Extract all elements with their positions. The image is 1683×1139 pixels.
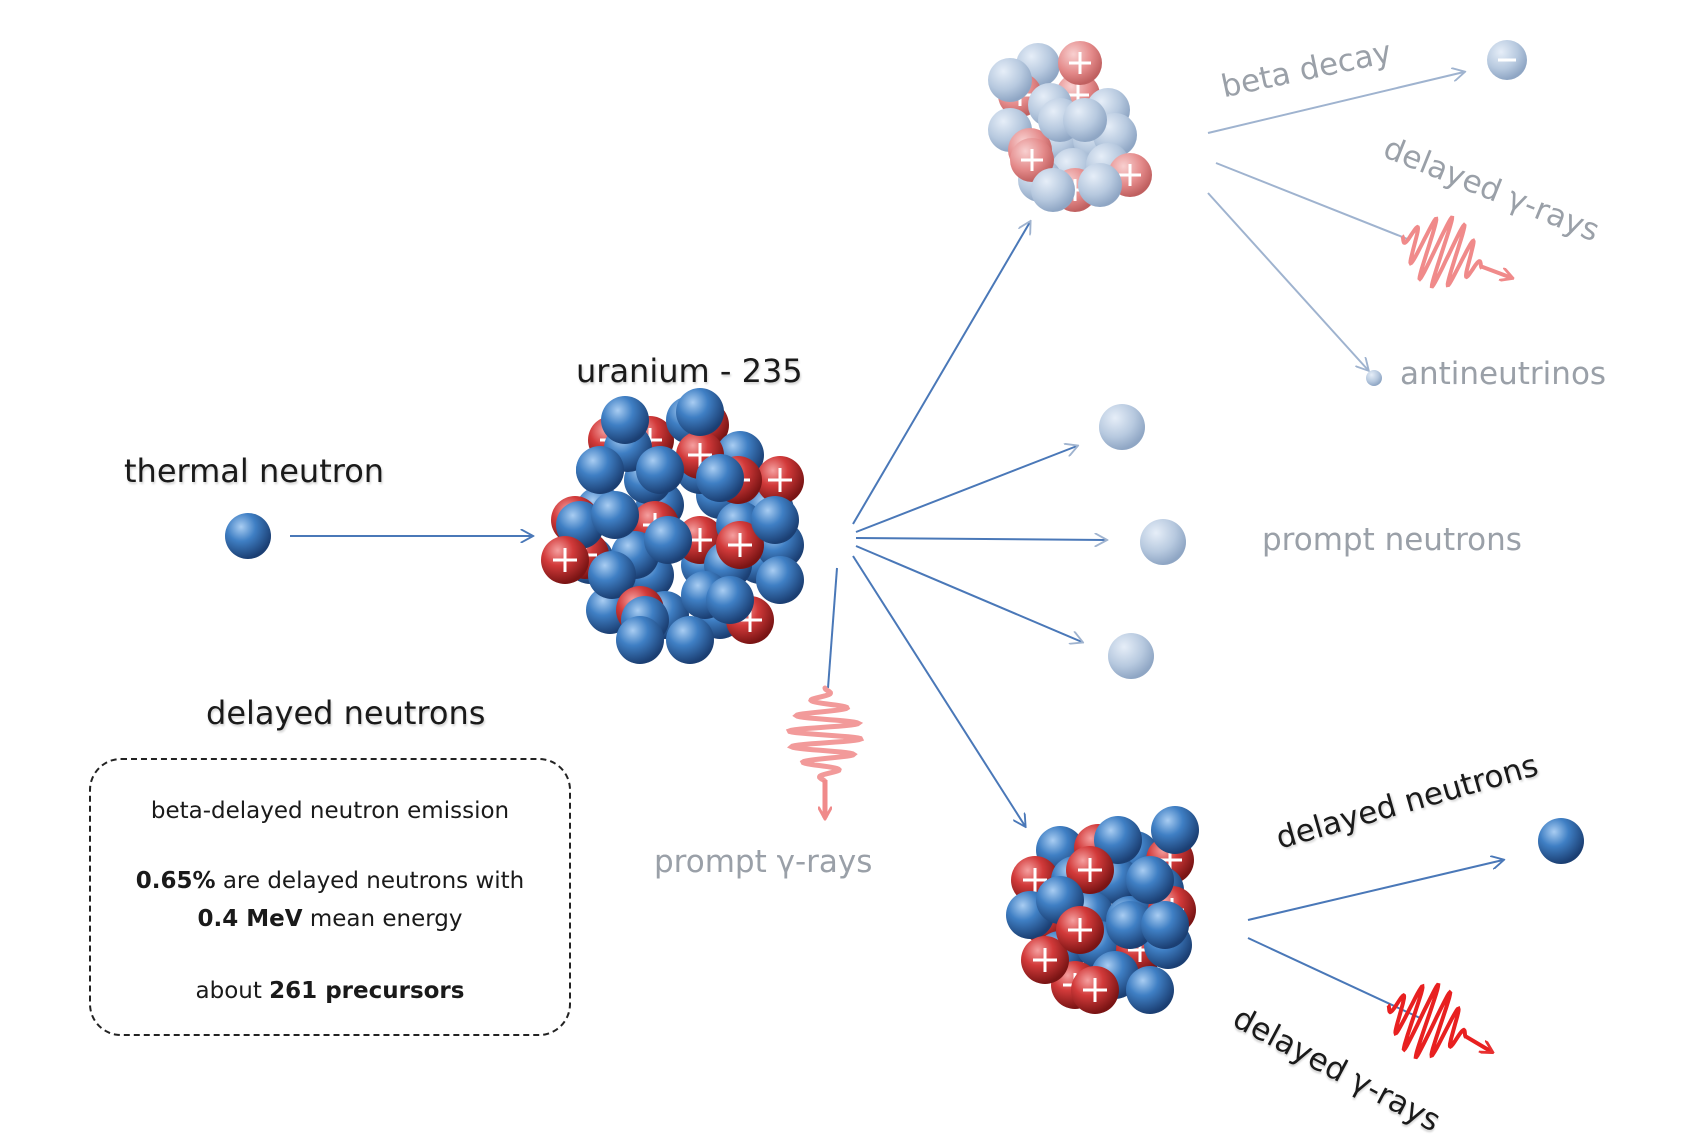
uranium-label: uranium - 235 bbox=[576, 352, 803, 390]
prompt-neutron-3 bbox=[1108, 633, 1154, 679]
neutron bbox=[1063, 98, 1107, 142]
arrow-delayed-gamma-top bbox=[1215, 162, 1411, 241]
arrow-prompt-gamma bbox=[827, 567, 838, 689]
neutron bbox=[1126, 856, 1174, 904]
prompt-neutrons-label: prompt neutrons bbox=[1262, 522, 1522, 558]
arrow-to-bottom-fragment bbox=[852, 555, 1025, 826]
arrow-prompt-neutron-1 bbox=[855, 446, 1077, 533]
delayed-neutrons-title: delayed neutrons bbox=[206, 694, 486, 732]
neutron bbox=[756, 556, 804, 604]
neutron bbox=[1141, 901, 1189, 949]
neutron bbox=[751, 496, 799, 544]
arrow-delayed-gamma-bottom bbox=[1247, 937, 1421, 1019]
antineutrino-particle bbox=[1366, 370, 1382, 386]
thermal-neutron-particle bbox=[225, 513, 271, 559]
neutron bbox=[706, 576, 754, 624]
delayed-neutron-info-box: beta-delayed neutron emission 0.65% are … bbox=[89, 758, 571, 1036]
arrow-prompt-neutron-3 bbox=[855, 545, 1082, 642]
prompt-neutron-1 bbox=[1099, 404, 1145, 450]
info-line-1: beta-delayed neutron emission bbox=[150, 798, 510, 824]
antineutrinos-label: antineutrinos bbox=[1400, 356, 1607, 392]
info-precursors-value: 261 precursors bbox=[269, 978, 465, 1004]
neutron bbox=[988, 58, 1032, 102]
neutron bbox=[601, 396, 649, 444]
info-line-2: 0.65% are delayed neutrons with bbox=[91, 868, 569, 894]
info-energy-value: 0.4 MeV bbox=[197, 906, 303, 932]
prompt-gamma-label: prompt γ-rays bbox=[654, 844, 873, 880]
delayed-gamma-wave-bottom bbox=[1386, 982, 1468, 1060]
neutron bbox=[1106, 901, 1154, 949]
neutron bbox=[644, 516, 692, 564]
neutron bbox=[591, 491, 639, 539]
neutron bbox=[1078, 163, 1122, 207]
top-fission-fragment bbox=[988, 41, 1152, 212]
bottom-fission-fragment bbox=[1006, 806, 1199, 1014]
arrow-delayed-neutron bbox=[1247, 860, 1503, 921]
delayed-gamma-top-arrowhead bbox=[1479, 264, 1512, 278]
delayed-gamma-wave-top bbox=[1400, 215, 1484, 289]
neutron bbox=[576, 446, 624, 494]
prompt-neutron-2 bbox=[1140, 519, 1186, 565]
neutron bbox=[1126, 966, 1174, 1014]
info-line-3-text: mean energy bbox=[302, 906, 463, 932]
arrow-to-top-fragment bbox=[852, 222, 1030, 525]
info-line-4: about 261 precursors bbox=[91, 978, 569, 1004]
neutron bbox=[636, 446, 684, 494]
arrow-beta-decay bbox=[1207, 72, 1464, 134]
neutron bbox=[1031, 168, 1075, 212]
neutron bbox=[588, 551, 636, 599]
info-line-4-text: about bbox=[195, 978, 270, 1004]
arrow-prompt-neutron-2 bbox=[855, 538, 1106, 540]
arrow-antineutrino bbox=[1207, 192, 1368, 370]
info-line-2-text: are delayed neutrons with bbox=[215, 868, 525, 894]
neutron bbox=[1094, 816, 1142, 864]
neutron bbox=[616, 616, 664, 664]
thermal-neutron-label: thermal neutron bbox=[124, 452, 385, 490]
neutron bbox=[666, 616, 714, 664]
neutron bbox=[1151, 806, 1199, 854]
info-percent-value: 0.65% bbox=[135, 868, 216, 894]
fission-diagram bbox=[225, 40, 1584, 1060]
neutron bbox=[676, 388, 724, 436]
prompt-gamma-wave bbox=[785, 685, 865, 785]
info-line-3: 0.4 MeV mean energy bbox=[91, 906, 569, 932]
uranium-235-nucleus bbox=[541, 388, 804, 664]
electron-particle bbox=[1487, 40, 1527, 80]
neutron bbox=[696, 454, 744, 502]
delayed-neutron-particle bbox=[1538, 818, 1584, 864]
delayed-gamma-bottom-arrowhead bbox=[1463, 1034, 1492, 1052]
